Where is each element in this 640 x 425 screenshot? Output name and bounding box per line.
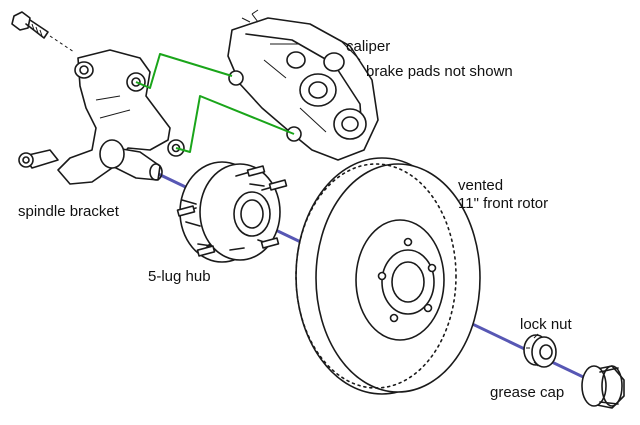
grease-cap-label: grease cap [490, 384, 565, 401]
rotor-label-line1: vented [458, 177, 504, 194]
rotor-label-line2: 11" front rotor [458, 195, 549, 212]
vented-rotor [295, 157, 481, 395]
caliper-label: caliper [346, 38, 391, 55]
caliper [227, 9, 379, 161]
brake-pads-note: brake pads not shown [366, 63, 513, 80]
grease-cap [581, 365, 625, 409]
lock-nut-label: lock nut [520, 316, 572, 333]
hub-label: 5-lug hub [148, 268, 211, 285]
mounting-bolt [11, 11, 75, 53]
lock-nut [523, 333, 557, 368]
spindle-bracket-label: spindle bracket [18, 203, 119, 220]
five-lug-hub [176, 161, 288, 263]
rotor-lug-holes [377, 237, 437, 323]
mounting-guide-lines [135, 53, 295, 153]
wheel-studs [176, 165, 288, 257]
spindle-bracket [18, 49, 185, 185]
